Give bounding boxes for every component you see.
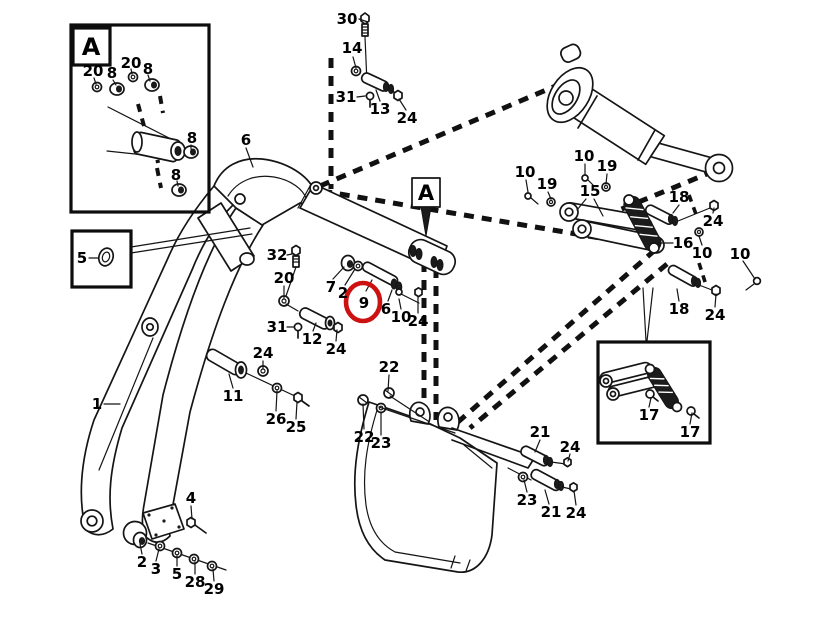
part-callout-13: 13: [370, 100, 391, 118]
part-callout-20: 20: [274, 269, 295, 287]
part-callout-3: 3: [151, 560, 161, 578]
bucket-cylinder-artwork: [546, 43, 734, 183]
part-callout-6: 6: [381, 300, 391, 318]
highlight-circle: [343, 280, 383, 324]
part-callout-14: 14: [342, 39, 363, 57]
part-callout-10: 10: [391, 308, 412, 326]
part-callout-32: 32: [267, 246, 288, 264]
part-callout-29: 29: [204, 580, 225, 598]
assembly-axis-lines: [319, 58, 715, 430]
part-callout-26: 26: [266, 410, 287, 428]
part-callout-10: 10: [574, 147, 595, 165]
part-callout-21: 21: [530, 423, 551, 441]
part-callout-24: 24: [326, 340, 347, 358]
part-callout-9: 9: [359, 294, 369, 312]
part-callout-6: 6: [241, 131, 251, 149]
part-callout-22: 22: [354, 428, 375, 446]
part-callout-11: 11: [223, 387, 244, 405]
section-marker: A: [411, 177, 441, 237]
part-callout-24: 24: [703, 212, 724, 230]
part-callout-20: 20: [121, 54, 142, 72]
part-callout-8: 8: [143, 60, 153, 78]
part-callout-24: 24: [397, 109, 418, 127]
part-callout-10: 10: [515, 163, 536, 181]
part-callout-19: 19: [537, 175, 558, 193]
part-callout-16: 16: [673, 234, 694, 252]
part-callout-5: 5: [77, 249, 87, 267]
detail-box-a-label: A: [82, 33, 101, 61]
part-callout-20: 20: [83, 62, 104, 80]
part-callout-7: 7: [326, 278, 336, 296]
bushing-glyphs: [109, 78, 199, 197]
part-callout-25: 25: [286, 418, 307, 436]
part-callout-2: 2: [137, 553, 147, 571]
part-callout-31: 31: [336, 88, 357, 106]
part-callout-1: 1: [92, 395, 102, 413]
linkage-artwork: [559, 194, 665, 342]
part-callout-18: 18: [669, 188, 690, 206]
part-callout-4: 4: [186, 489, 196, 507]
bucket-artwork: [353, 401, 536, 573]
part-callout-8: 8: [171, 166, 181, 184]
part-callout-21: 21: [541, 503, 562, 521]
part-callout-19: 19: [597, 157, 618, 175]
part-callout-5: 5: [172, 565, 182, 583]
part-callout-17: 17: [639, 406, 660, 424]
part-callout-23: 23: [517, 491, 538, 509]
part-callout-10: 10: [692, 244, 713, 262]
part-callout-24: 24: [560, 438, 581, 456]
part-callout-28: 28: [185, 573, 206, 591]
detail-box-part5: [70, 227, 253, 289]
part-callout-24: 24: [408, 312, 429, 330]
part-callout-24: 24: [705, 306, 726, 324]
part-callout-17: 17: [680, 423, 701, 441]
part-callout-24: 24: [566, 504, 587, 522]
part-callout-2: 2: [338, 284, 348, 302]
part-callout-31: 31: [267, 318, 288, 336]
part-callout-30: 30: [337, 10, 358, 28]
part-callout-8: 8: [107, 64, 117, 82]
dipper-arm-artwork: [80, 157, 457, 546]
leader-lines: [88, 18, 756, 582]
part-callout-10: 10: [730, 245, 751, 263]
part-callout-8: 8: [187, 129, 197, 147]
part-callout-18: 18: [669, 300, 690, 318]
detail-box-17: [596, 340, 712, 445]
detail-box-a: [69, 23, 211, 214]
part-callout-15: 15: [580, 182, 601, 200]
grease-nipple-icon: [645, 389, 700, 419]
part-callout-24: 24: [253, 344, 274, 362]
part-callout-12: 12: [302, 330, 323, 348]
part-callout-22: 22: [379, 358, 400, 376]
part-callout-23: 23: [371, 434, 392, 452]
section-marker-label: A: [418, 181, 435, 205]
